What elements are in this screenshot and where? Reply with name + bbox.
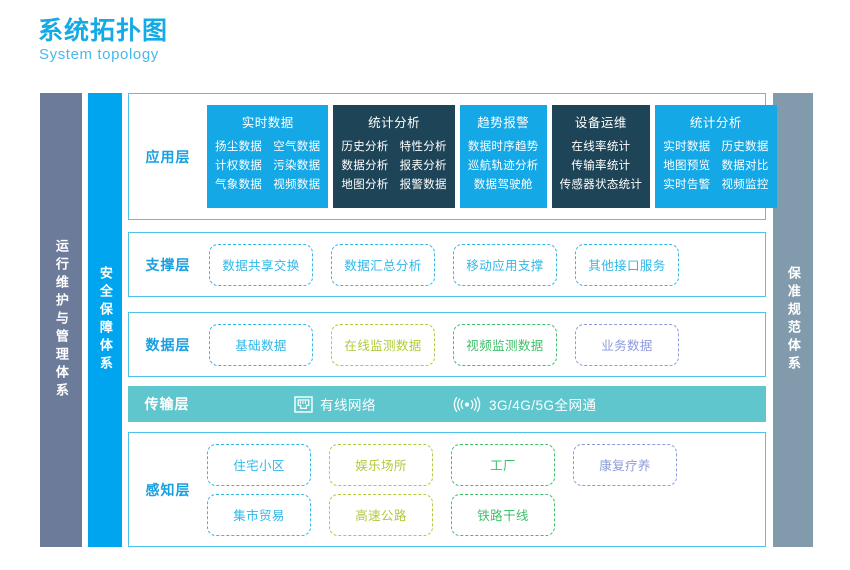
application-block-title: 趋势报警 [477,116,530,130]
application-item[interactable]: 数据驾驶舱 [473,179,533,191]
application-block-title: 统计分析 [689,116,742,130]
application-item[interactable]: 地图分析 [341,179,389,191]
layer-application-label: 应用层 [145,148,191,165]
application-item[interactable]: 视频监控 [721,179,769,191]
application-block[interactable]: 统计分析实时数据历史数据地图预览数据对比实时告警视频监控 [655,105,777,208]
layer-application: 应用层 实时数据扬尘数据空气数据计权数据污染数据气象数据视频数据统计分析历史分析… [128,93,777,220]
application-item[interactable]: 计权数据 [215,160,263,172]
data-chip[interactable]: 在线监测数据 [331,323,435,366]
layer-data: 数据层 基础数据在线监测数据视频监测数据业务数据 [128,312,766,377]
application-item[interactable]: 视频数据 [273,179,321,191]
layer-perception-body: 住宅小区娱乐场所工厂康复疗养集市贸易高速公路铁路干线 [207,433,765,546]
support-chip[interactable]: 移动应用支撑 [453,243,557,286]
perception-chip[interactable]: 高速公路 [329,493,433,536]
support-chip[interactable]: 数据汇总分析 [331,243,435,286]
application-item[interactable]: 污染数据 [273,160,321,172]
perception-chip[interactable]: 康复疗养 [573,443,677,486]
application-item[interactable]: 在线率统计 [571,141,631,153]
application-item[interactable]: 数据对比 [721,160,769,172]
application-item[interactable]: 数据分析 [341,160,389,172]
application-block-title: 实时数据 [241,116,294,130]
transmission-wireless-label: 3G/4G/5G全网通 [489,398,597,413]
application-item[interactable]: 报警数据 [399,179,447,191]
application-item-list: 扬尘数据空气数据计权数据污染数据气象数据视频数据 [215,138,320,192]
band-security-assurance-label: 安全保障体系 [97,266,113,374]
application-item[interactable]: 历史数据 [721,141,769,153]
layer-application-body: 实时数据扬尘数据空气数据计权数据污染数据气象数据视频数据统计分析历史分析特性分析… [207,94,777,219]
application-item[interactable]: 巡航轨迹分析 [467,160,539,172]
application-item[interactable]: 空气数据 [273,141,321,153]
application-item[interactable]: 报表分析 [399,160,447,172]
application-block-list: 实时数据扬尘数据空气数据计权数据污染数据气象数据视频数据统计分析历史分析特性分析… [207,94,777,219]
wireless-signal-icon [452,396,482,413]
data-chip-list: 基础数据在线监测数据视频监测数据业务数据 [207,313,765,376]
application-item[interactable]: 实时告警 [663,179,711,191]
application-block[interactable]: 设备运维在线率统计传输率统计传感器状态统计 [551,105,651,208]
band-operations-management-label: 运行维护与管理体系 [53,239,69,401]
perception-chip-row: 住宅小区娱乐场所工厂康复疗养 [207,443,765,486]
layer-transmission-body: 有线网络 3G/4G/5G全网通 [206,386,766,422]
transmission-wireless: 3G/4G/5G全网通 [452,394,597,414]
application-block-title: 设备运维 [574,116,627,130]
band-standards-specification: 保准规范体系 [773,93,813,547]
application-block-title: 统计分析 [368,116,421,130]
perception-chip[interactable]: 住宅小区 [207,443,311,486]
ethernet-port-icon [294,395,313,413]
perception-chip[interactable]: 娱乐场所 [329,443,433,486]
band-standards-specification-label: 保准规范体系 [785,266,801,374]
application-item[interactable]: 地图预览 [663,160,711,172]
layer-support: 支撑层 数据共享交换数据汇总分析移动应用支撑其他接口服务 [128,232,766,297]
layer-data-label: 数据层 [145,336,191,353]
application-item[interactable]: 实时数据 [663,141,711,153]
perception-chip-grid: 住宅小区娱乐场所工厂康复疗养集市贸易高速公路铁路干线 [207,433,765,546]
support-chip[interactable]: 其他接口服务 [575,243,679,286]
application-block[interactable]: 统计分析历史分析特性分析数据分析报表分析地图分析报警数据 [333,105,455,208]
layer-support-label: 支撑层 [145,256,191,273]
band-operations-management: 运行维护与管理体系 [40,93,82,547]
application-item[interactable]: 数据时序趋势 [467,141,539,153]
layer-support-body: 数据共享交换数据汇总分析移动应用支撑其他接口服务 [207,233,765,296]
application-item[interactable]: 气象数据 [215,179,263,191]
transmission-wired: 有线网络 [294,394,376,414]
data-chip[interactable]: 视频监测数据 [453,323,557,366]
application-item-list: 在线率统计传输率统计传感器状态统计 [560,138,643,192]
layer-transmission-label: 传输层 [144,396,190,412]
layer-transmission: 传输层 有线网络 [128,386,766,422]
application-item-list: 历史分析特性分析数据分析报表分析地图分析报警数据 [341,138,446,192]
application-item[interactable]: 传感器状态统计 [559,179,643,191]
layer-perception-label: 感知层 [145,481,191,498]
page-subtitle: System topology [39,46,159,63]
perception-chip[interactable]: 集市贸易 [207,493,311,536]
transmission-wired-label: 有线网络 [320,398,376,413]
page-title: 系统拓扑图 [38,17,169,45]
perception-chip[interactable]: 工厂 [451,443,555,486]
application-item-list: 实时数据历史数据地图预览数据对比实时告警视频监控 [663,138,768,192]
data-chip[interactable]: 基础数据 [209,323,313,366]
application-item[interactable]: 扬尘数据 [215,141,263,153]
perception-chip[interactable]: 铁路干线 [451,493,555,536]
application-item[interactable]: 特性分析 [399,141,447,153]
application-block[interactable]: 实时数据扬尘数据空气数据计权数据污染数据气象数据视频数据 [207,105,329,208]
application-block[interactable]: 趋势报警数据时序趋势巡航轨迹分析数据驾驶舱 [459,105,547,208]
application-item-list: 数据时序趋势巡航轨迹分析数据驾驶舱 [468,138,539,192]
layer-data-body: 基础数据在线监测数据视频监测数据业务数据 [207,313,765,376]
perception-chip-row: 集市贸易高速公路铁路干线 [207,493,765,536]
support-chip[interactable]: 数据共享交换 [209,243,313,286]
support-chip-list: 数据共享交换数据汇总分析移动应用支撑其他接口服务 [207,233,765,296]
layer-perception: 感知层 住宅小区娱乐场所工厂康复疗养集市贸易高速公路铁路干线 [128,432,766,547]
band-security-assurance: 安全保障体系 [88,93,122,547]
application-item[interactable]: 传输率统计 [571,160,631,172]
data-chip[interactable]: 业务数据 [575,323,679,366]
application-item[interactable]: 历史分析 [341,141,389,153]
